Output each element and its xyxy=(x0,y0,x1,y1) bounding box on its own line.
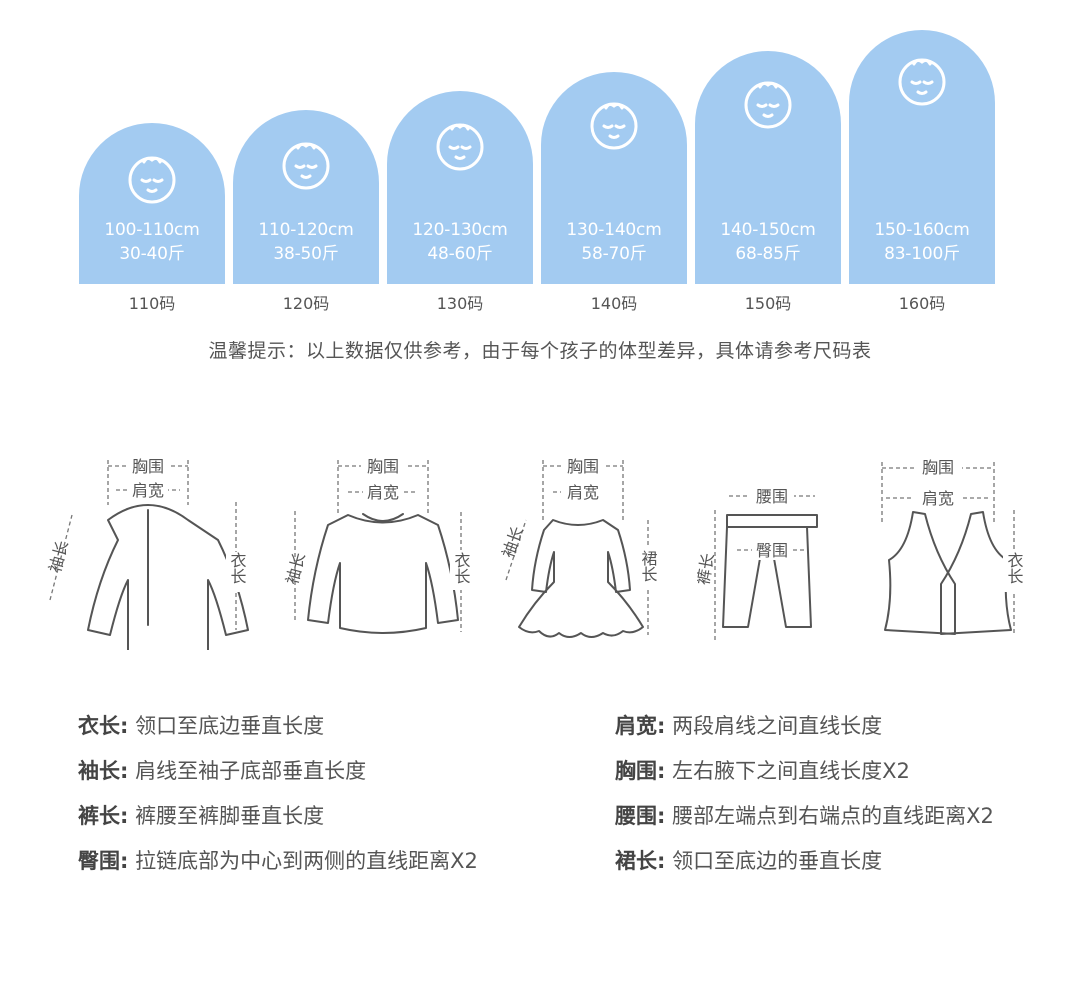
jacket-icon: 胸围 肩宽 袖长 衣长 xyxy=(45,456,249,650)
shoulder-label: 肩宽 xyxy=(132,481,164,500)
weight-range: 58-70斤 xyxy=(581,244,647,264)
definition-desc: 两段肩线之间直线长度 xyxy=(672,714,883,738)
definition-term: 袖长: xyxy=(78,759,129,783)
size-label: 160码 xyxy=(898,294,946,313)
size-label: 120码 xyxy=(282,294,330,313)
size-card: 120-130cm 48-60斤 130码 xyxy=(387,0,533,330)
definition-item: 胸围: 左右腋下之间直线长度X2 xyxy=(615,755,910,785)
sleeve-label: 袖长 xyxy=(498,524,527,561)
sleeve-label: 袖长 xyxy=(45,539,72,575)
shoulder-label: 肩宽 xyxy=(567,483,599,502)
definition-desc: 左右腋下之间直线长度X2 xyxy=(672,759,910,783)
height-range: 130-140cm xyxy=(566,220,662,240)
weight-range: 83-100斤 xyxy=(884,244,960,264)
vest-diagram: 胸围 肩宽 衣长 xyxy=(868,440,1040,650)
size-label: 140码 xyxy=(590,294,638,313)
size-arch: 140-150cm 68-85斤 xyxy=(695,51,841,284)
sleeve-label: 袖长 xyxy=(283,551,309,587)
size-card: 150-160cm 83-100斤 160码 xyxy=(849,0,995,330)
definition-item: 肩宽: 两段肩线之间直线长度 xyxy=(615,710,882,740)
chest-label: 胸围 xyxy=(922,458,954,477)
length-label: 裤长 xyxy=(697,552,718,587)
height-range: 110-120cm xyxy=(258,220,354,240)
pants-icon: 腰围 臀围 裤长 xyxy=(697,486,818,640)
size-arch: 100-110cm 30-40斤 xyxy=(79,123,225,284)
pants-diagram: 腰围 臀围 裤长 xyxy=(697,440,847,650)
weight-range: 38-50斤 xyxy=(273,244,339,264)
waist-label: 腰围 xyxy=(756,487,788,506)
definition-desc: 拉链底部为中心到两侧的直线距离X2 xyxy=(135,849,478,873)
definition-desc: 肩线至袖子底部垂直长度 xyxy=(135,759,367,783)
weight-range: 48-60斤 xyxy=(427,244,493,264)
weight-range: 68-85斤 xyxy=(735,244,801,264)
definition-term: 臀围: xyxy=(78,849,129,873)
size-label: 150码 xyxy=(744,294,792,313)
size-arch: 130-140cm 58-70斤 xyxy=(541,72,687,284)
length-label: 衣长 xyxy=(452,552,471,584)
baby-face-icon xyxy=(436,123,484,171)
baby-face-icon xyxy=(744,81,792,129)
definition-term: 衣长: xyxy=(78,714,129,738)
size-chart: 100-110cm 30-40斤 110码 110-120cm 38-50斤 1… xyxy=(0,0,1080,330)
definition-item: 腰围: 腰部左端点到右端点的直线距离X2 xyxy=(615,800,994,830)
dress-diagram: 胸围 肩宽 袖长 裙长 xyxy=(498,440,668,650)
size-arch: 150-160cm 83-100斤 xyxy=(849,30,995,284)
size-card: 100-110cm 30-40斤 110码 xyxy=(79,0,225,330)
size-arch: 120-130cm 48-60斤 xyxy=(387,91,533,284)
length-label: 衣长 xyxy=(228,552,247,584)
sweater-diagram: 胸围 肩宽 袖长 衣长 xyxy=(283,440,483,650)
definition-item: 袖长: 肩线至袖子底部垂直长度 xyxy=(78,755,366,785)
definition-item: 臀围: 拉链底部为中心到两侧的直线距离X2 xyxy=(78,845,478,875)
size-card: 110-120cm 38-50斤 120码 xyxy=(233,0,379,330)
length-label: 衣长 xyxy=(1005,552,1024,584)
length-label: 裙长 xyxy=(639,550,658,582)
hip-label: 臀围 xyxy=(756,541,788,560)
definition-item: 裤长: 裤腰至裤脚垂直长度 xyxy=(78,800,324,830)
baby-face-icon xyxy=(128,156,176,204)
size-tip: 温馨提示：以上数据仅供参考，由于每个孩子的体型差异，具体请参考尺码表 xyxy=(208,340,872,362)
height-range: 120-130cm xyxy=(412,220,508,240)
definition-item: 衣长: 领口至底边垂直长度 xyxy=(78,710,324,740)
chest-label: 胸围 xyxy=(132,457,164,476)
size-arch: 110-120cm 38-50斤 xyxy=(233,110,379,284)
jacket-diagram: 胸围 肩宽 袖长 衣长 xyxy=(38,440,258,650)
definition-desc: 领口至底边垂直长度 xyxy=(135,714,325,738)
size-card: 130-140cm 58-70斤 140码 xyxy=(541,0,687,330)
chest-label: 胸围 xyxy=(367,457,399,476)
baby-face-icon xyxy=(898,58,946,106)
definition-item: 裙长: 领口至底边的垂直长度 xyxy=(615,845,882,875)
shoulder-label: 肩宽 xyxy=(367,483,399,502)
garment-diagrams: 胸围 肩宽 袖长 衣长 胸围 肩宽 袖长 xyxy=(0,440,1080,650)
definition-desc: 领口至底边的垂直长度 xyxy=(672,849,883,873)
weight-range: 30-40斤 xyxy=(119,244,185,264)
vest-icon: 胸围 肩宽 衣长 xyxy=(881,456,1025,635)
size-label: 130码 xyxy=(436,294,484,313)
definition-term: 腰围: xyxy=(615,804,666,828)
chest-label: 胸围 xyxy=(567,457,599,476)
baby-face-icon xyxy=(282,142,330,190)
size-card: 140-150cm 68-85斤 150码 xyxy=(695,0,841,330)
definition-desc: 腰部左端点到右端点的直线距离X2 xyxy=(672,804,994,828)
dress-icon: 胸围 肩宽 袖长 裙长 xyxy=(498,456,659,638)
height-range: 140-150cm xyxy=(720,220,816,240)
sweater-icon: 胸围 肩宽 袖长 衣长 xyxy=(283,456,472,634)
size-label: 110码 xyxy=(128,294,176,313)
shoulder-label: 肩宽 xyxy=(922,489,954,508)
height-range: 150-160cm xyxy=(874,220,970,240)
height-range: 100-110cm xyxy=(104,220,200,240)
definition-term: 裙长: xyxy=(615,849,666,873)
definition-term: 裤长: xyxy=(78,804,129,828)
definition-term: 胸围: xyxy=(615,759,666,783)
definition-desc: 裤腰至裤脚垂直长度 xyxy=(135,804,325,828)
definition-term: 肩宽: xyxy=(615,714,666,738)
baby-face-icon xyxy=(590,102,638,150)
